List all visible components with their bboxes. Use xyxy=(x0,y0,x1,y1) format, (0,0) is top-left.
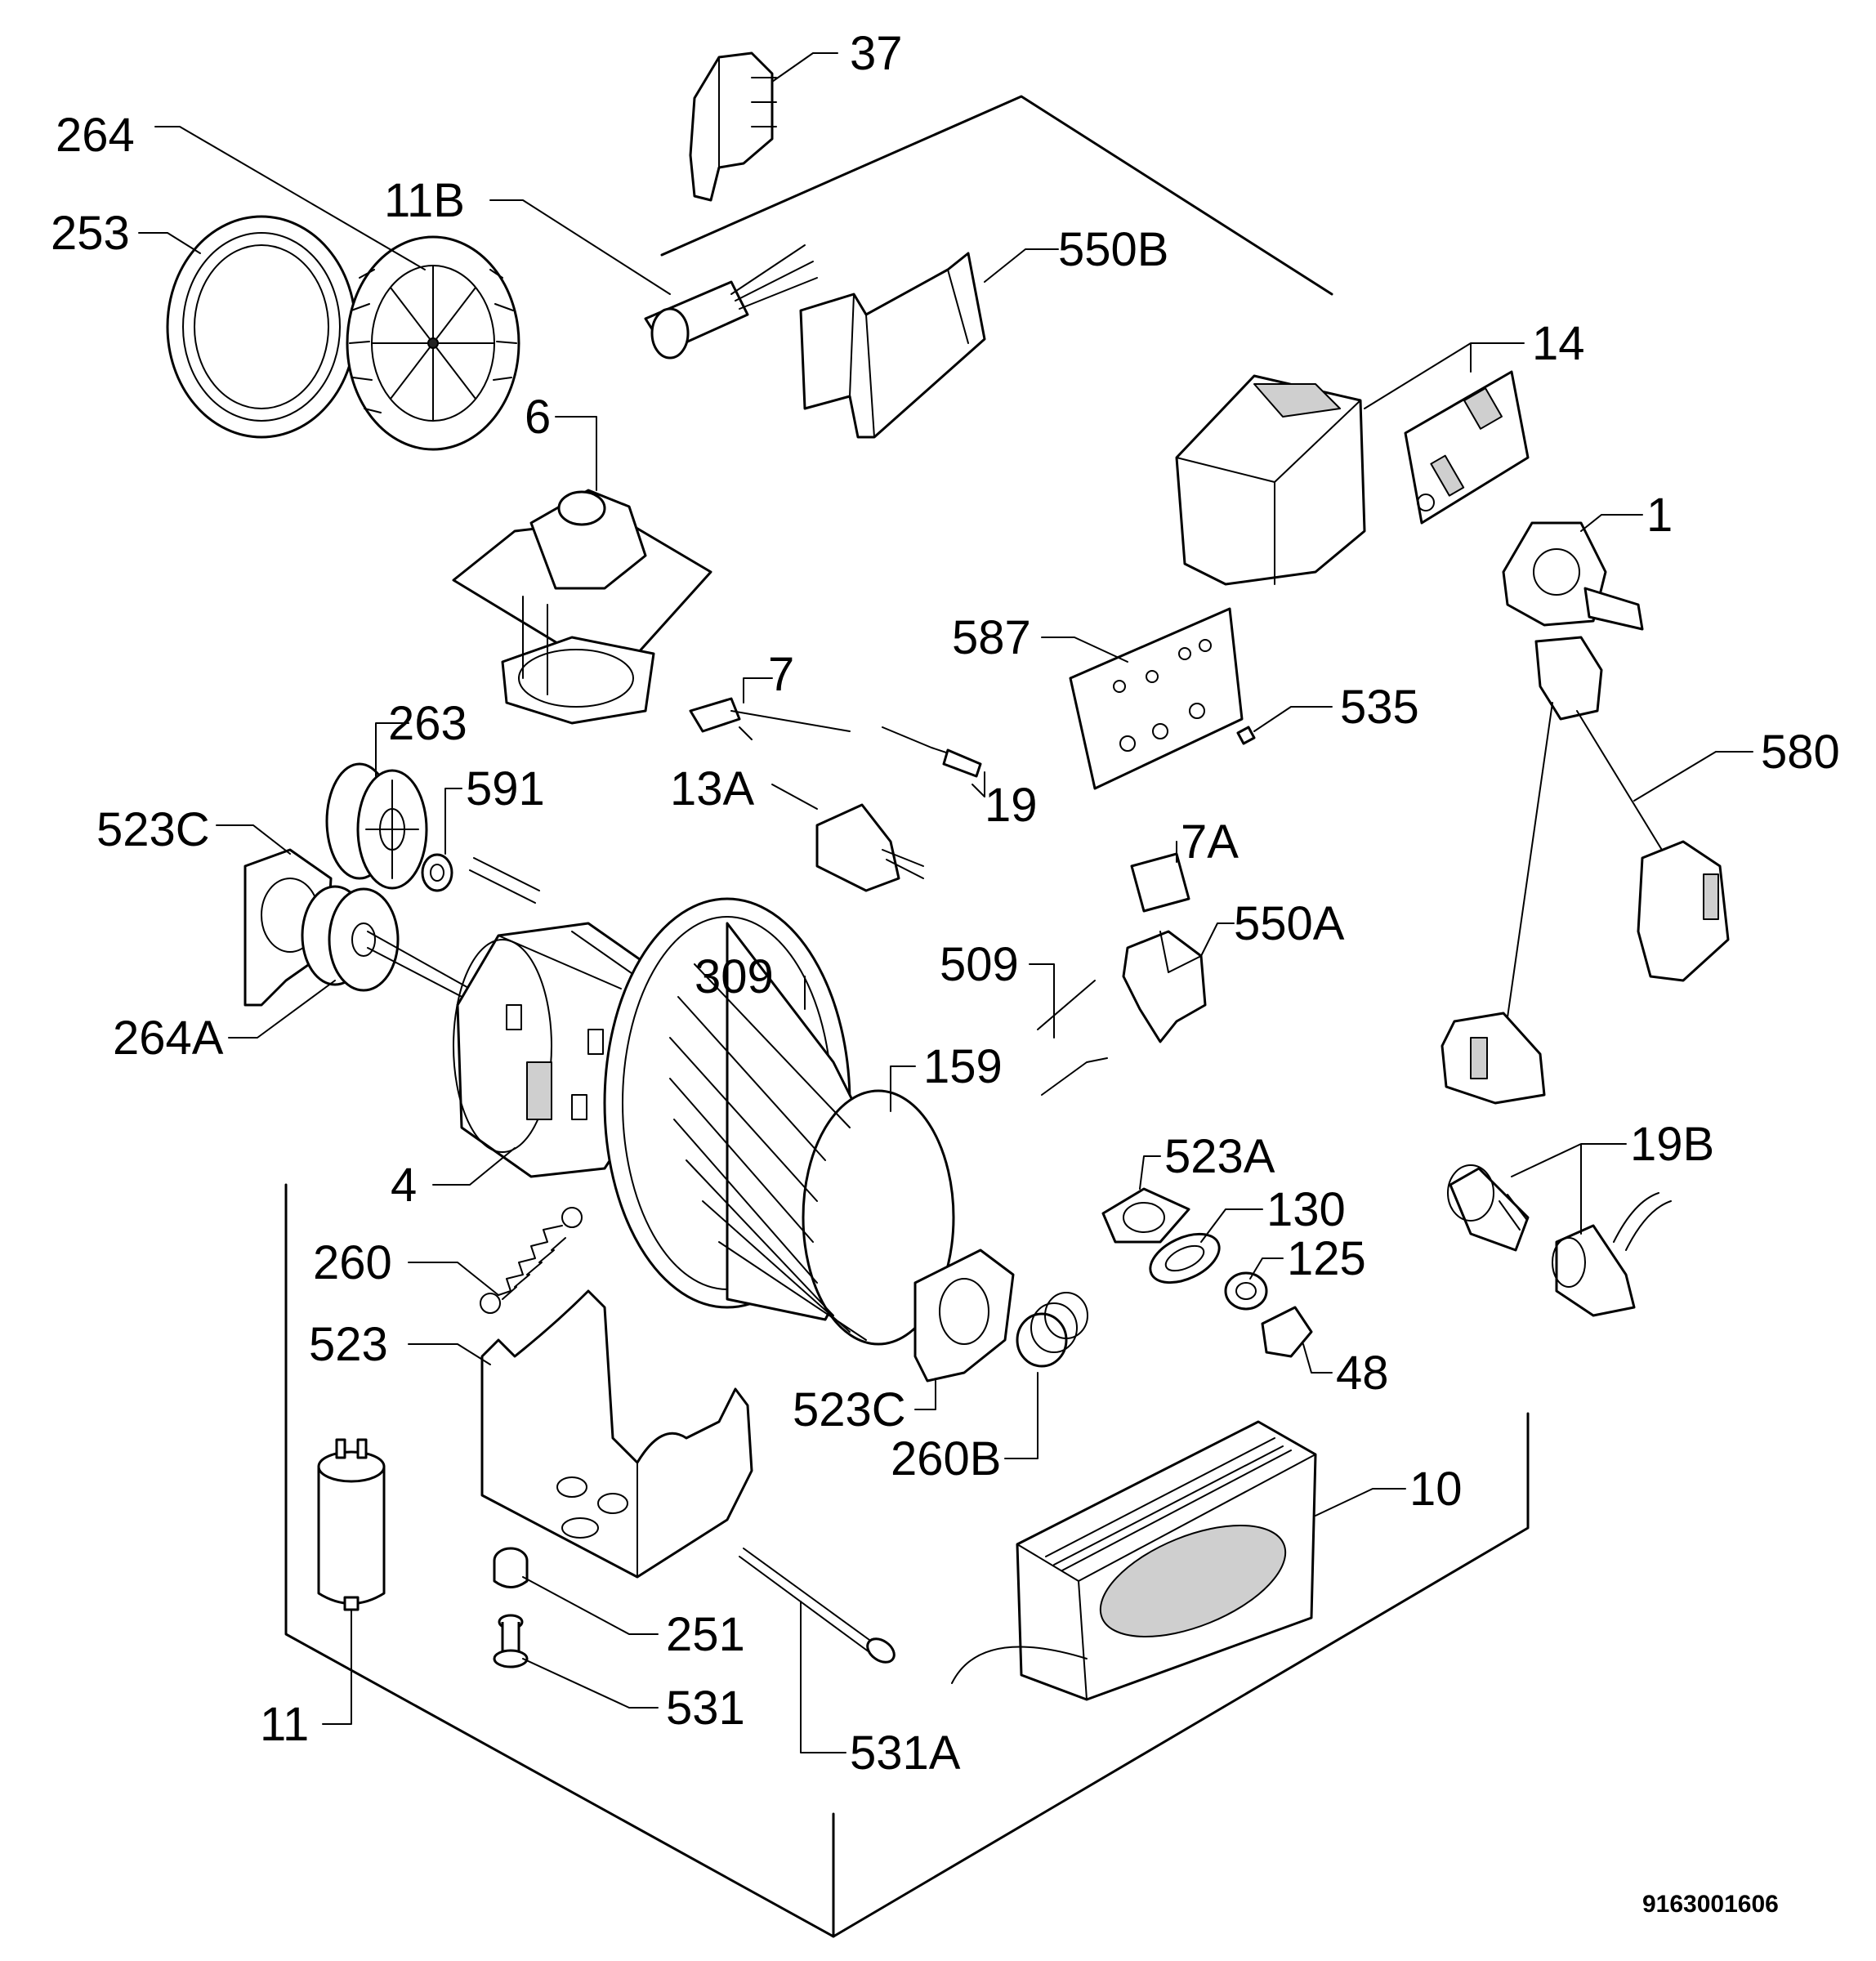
label-1: 1 xyxy=(1646,489,1673,542)
impeller-drum-159-part xyxy=(669,922,955,1346)
lamp-holder-48-part xyxy=(1261,1306,1313,1358)
sensor-19-part xyxy=(882,726,982,778)
pulley-264a-part xyxy=(301,885,400,992)
grommet-251-part xyxy=(493,1547,529,1588)
leader-lines xyxy=(138,52,1753,1753)
label-264: 264 xyxy=(56,109,135,162)
label-531: 531 xyxy=(666,1682,745,1735)
label-7: 7 xyxy=(768,648,794,701)
label-260b: 260B xyxy=(891,1432,1001,1485)
label-309: 309 xyxy=(695,950,774,1003)
label-37: 37 xyxy=(850,27,903,80)
label-253: 253 xyxy=(51,207,130,260)
screw-531-part xyxy=(493,1614,529,1668)
bolt-531a-part xyxy=(739,1548,896,1664)
label-523a: 523A xyxy=(1164,1130,1275,1183)
label-550a: 550A xyxy=(1234,897,1345,950)
label-523c-bottom: 523C xyxy=(793,1383,906,1436)
lamp-19b-part xyxy=(1447,1164,1672,1317)
part-labels: 37 264 11B 550B 253 14 6 1 587 7 535 263… xyxy=(51,27,1840,1780)
label-19b: 19B xyxy=(1630,1118,1714,1171)
label-531a: 531A xyxy=(850,1726,961,1780)
label-260: 260 xyxy=(313,1236,392,1289)
label-48: 48 xyxy=(1336,1347,1389,1400)
label-19: 19 xyxy=(985,779,1038,832)
drawing-code: 9163001606 xyxy=(1642,1891,1779,1918)
label-14: 14 xyxy=(1532,317,1585,370)
label-11b: 11B xyxy=(384,174,465,227)
label-6: 6 xyxy=(525,391,551,444)
label-7a: 7A xyxy=(1181,815,1239,869)
pulley-263-part xyxy=(325,762,428,890)
duct-cover-550b-part xyxy=(799,252,986,439)
clip-535-part xyxy=(1236,726,1256,745)
bearing-bracket-523c-bottom-part xyxy=(913,1249,1015,1383)
suppressor-13a-part xyxy=(815,803,924,892)
bearing-bracket-523c-top-part xyxy=(243,848,333,1007)
fan-wheel-part xyxy=(346,235,520,451)
tension-spring-260-part xyxy=(480,1207,583,1314)
gasket-130-part xyxy=(1149,1232,1221,1284)
harness-580-part xyxy=(1440,636,1730,1105)
capacitor-11b-part xyxy=(644,244,818,360)
connector-37-part xyxy=(689,51,777,202)
washer-591-part xyxy=(421,853,453,892)
label-591: 591 xyxy=(466,762,545,815)
label-10: 10 xyxy=(1409,1463,1463,1516)
label-125: 125 xyxy=(1287,1232,1366,1285)
capacitor-11-part xyxy=(317,1438,386,1611)
gasket-523a-part xyxy=(1101,1187,1190,1244)
label-13a: 13A xyxy=(670,762,755,815)
label-264a: 264A xyxy=(113,1012,224,1065)
label-535: 535 xyxy=(1340,681,1419,734)
label-550b: 550B xyxy=(1058,223,1168,276)
label-4: 4 xyxy=(391,1159,417,1212)
label-159: 159 xyxy=(923,1040,1003,1093)
label-251: 251 xyxy=(666,1608,745,1661)
label-263: 263 xyxy=(388,697,467,750)
motor-shaft xyxy=(367,857,540,1002)
frame-outline xyxy=(284,95,1530,1938)
label-509: 509 xyxy=(940,938,1019,991)
heater-10-part xyxy=(951,1420,1317,1701)
microswitch-7-part xyxy=(689,697,851,740)
spring-clip-125-part xyxy=(1224,1271,1268,1311)
selector-switch-1-part xyxy=(1502,521,1644,631)
label-523c-top: 523C xyxy=(96,803,210,856)
label-580: 580 xyxy=(1761,726,1840,779)
label-523: 523 xyxy=(309,1318,388,1371)
pcb-587-part xyxy=(1069,607,1244,790)
microswitch-7a-part xyxy=(1130,852,1190,913)
pump-6-part xyxy=(452,489,712,725)
spring-wire-509-part xyxy=(1037,980,1108,1096)
label-130: 130 xyxy=(1266,1183,1346,1236)
compression-spring-260b-part xyxy=(1016,1292,1088,1368)
bracket-550a-part xyxy=(1122,930,1207,1043)
label-11: 11 xyxy=(260,1698,309,1751)
motor-cradle-523-part xyxy=(480,1289,753,1579)
control-module-14-part xyxy=(1175,370,1530,586)
label-587: 587 xyxy=(952,611,1031,664)
